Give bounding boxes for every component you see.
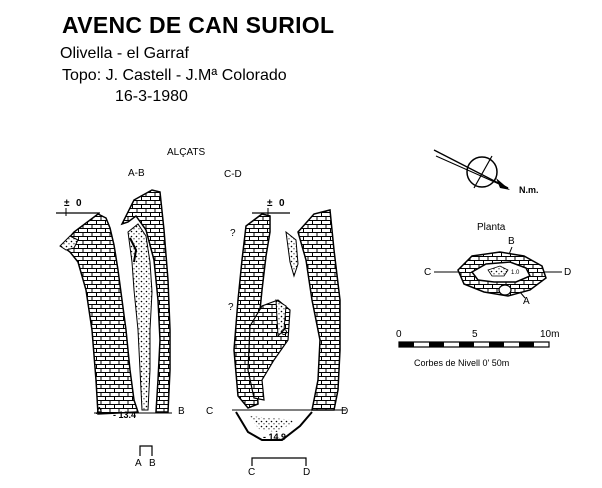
cave-title: AVENC DE CAN SURIOL (62, 12, 335, 38)
section-ab-label: A-B (128, 168, 145, 179)
north-arrow-icon: N.m. (433, 149, 539, 195)
section-ab-key-b: B (149, 458, 156, 469)
plan-view: Planta B C D 1.0 A (424, 222, 571, 307)
scale-caption: Corbes de Nivell 0' 50m (414, 358, 509, 368)
shaft-debris (127, 223, 153, 411)
section-ab-end-a: A (96, 406, 103, 417)
section-ab-depth: - 13.4 (113, 410, 136, 420)
section-cd-datum: 0 (279, 198, 285, 209)
north-label: N.m. (519, 185, 539, 195)
rock-wall-right (120, 189, 171, 413)
scale-tick-5: 5 (472, 329, 478, 340)
plan-label-c: C (424, 267, 431, 278)
rock-wall-right-cd (297, 209, 341, 411)
section-ab-datum-sign: ± (64, 198, 70, 209)
plan-inner-label: 1.0 (511, 270, 520, 276)
section-ab-key-a: A (135, 458, 142, 469)
plan-label-d: D (564, 267, 571, 278)
scale-bar: 0 5 10m Corbes de Nivell 0' 50m (396, 329, 559, 368)
section-ab-profile: ± 0 A B - 13.4 A B (56, 189, 185, 469)
section-ab-datum: 0 (76, 198, 82, 209)
section-ab-end-b: B (178, 406, 185, 417)
section-cd-question-2: ? (228, 302, 234, 313)
survey-date: 16-3-1980 (115, 88, 188, 105)
topography-credit: Topo: J. Castell - J.Mª Colorado (62, 67, 287, 84)
plan-heading: Planta (477, 222, 506, 233)
scale-tick-0: 0 (396, 329, 402, 340)
section-cd-end-d: D (341, 406, 348, 417)
section-cd-end-c: C (206, 406, 213, 417)
section-cd-question-1: ? (230, 228, 236, 239)
section-cd-datum-sign: ± (267, 198, 273, 209)
elevations-heading: ALÇATS (167, 147, 205, 158)
section-cd-key-d: D (303, 467, 310, 478)
scale-tick-10: 10m (540, 329, 559, 340)
plan-label-b: B (508, 236, 515, 247)
section-cd-label: C-D (224, 169, 242, 180)
section-cd-depth: - 14.9 (263, 432, 286, 442)
section-cd-key-c: C (248, 467, 255, 478)
location-text: Olivella - el Garraf (60, 45, 189, 62)
section-cd-profile: ± 0 ? ? C D - 14.9 C D (206, 198, 348, 478)
rock-wall-left (60, 213, 140, 415)
plan-label-a: A (523, 296, 530, 307)
